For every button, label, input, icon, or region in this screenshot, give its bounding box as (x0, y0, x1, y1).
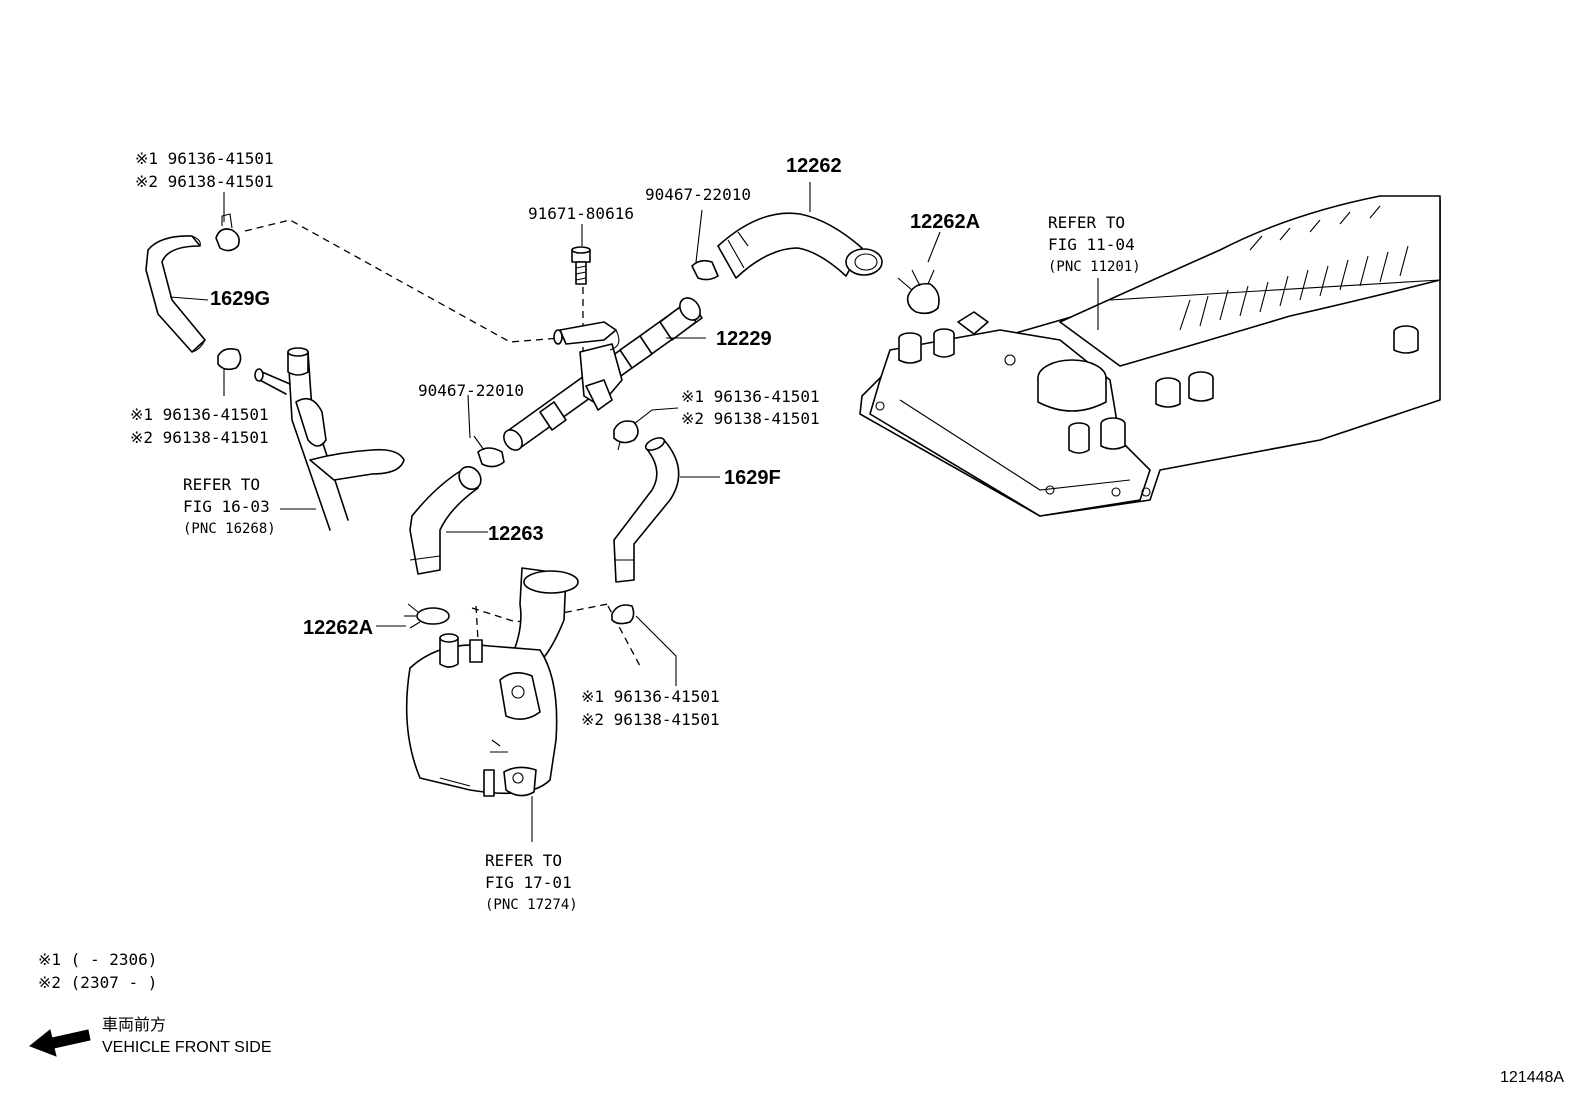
part-number-12262a-upper: 12262A (910, 211, 980, 233)
clip-label-lower-1: ※1 96136-41501 (581, 687, 720, 706)
part-number-1629f: 1629F (724, 467, 781, 489)
guide-lines (244, 219, 641, 667)
water-pipe-12229-drawing (503, 297, 703, 451)
clip-label-upper-2: ※2 96138-41501 (135, 172, 274, 191)
bolt-drawing (571, 246, 591, 285)
leader-lines (169, 182, 1099, 842)
clip-label-left-1: ※1 96136-41501 (130, 405, 269, 424)
vehicle-front-english: VEHICLE FRONT SIDE (102, 1039, 272, 1056)
hose-1629g-drawing (145, 213, 242, 380)
hose-12263-drawing (409, 465, 482, 575)
refer-fig11-line1: REFER TO (1048, 213, 1125, 232)
refer-fig11-line2: FIG 11-04 (1048, 235, 1135, 254)
clamp-middle-part-number: 90467-22010 (418, 381, 524, 400)
part-number-12229: 12229 (716, 328, 772, 350)
part-number-1629g: 1629G (210, 288, 270, 310)
clamp-mid-drawing (473, 435, 505, 468)
part-number-12262: 12262 (786, 155, 842, 177)
refer-fig17-line3: (PNC 17274) (485, 897, 578, 913)
gasket-12262a-top-drawing (897, 269, 940, 315)
bolt-part-number: 91671-80616 (528, 204, 634, 223)
bypass-pipe-drawing (254, 347, 405, 531)
clip-label-right-2: ※2 96138-41501 (681, 409, 820, 428)
hose-1629f-drawing (613, 420, 680, 583)
labels: ※1 96136-41501 ※2 96138-41501 1629G ※1 9… (38, 149, 1564, 1086)
part-number-12263: 12263 (488, 523, 544, 545)
clip-label-left-2: ※2 96138-41501 (130, 428, 269, 447)
clip-label-upper-1: ※1 96136-41501 (135, 149, 274, 168)
figure-id: 121448A (1500, 1069, 1564, 1086)
note-mark-1: ※1 ( - 2306) (38, 950, 157, 969)
refer-fig16-line3: (PNC 16268) (183, 521, 276, 537)
note-mark-2: ※2 (2307 - ) (38, 973, 157, 992)
part-number-12262a-lower: 12262A (303, 617, 373, 639)
clip-label-lower-2: ※2 96138-41501 (581, 710, 720, 729)
refer-fig17-line2: FIG 17-01 (485, 873, 572, 892)
gasket-12262a-bottom-drawing (404, 603, 635, 629)
clip-label-right-1: ※1 96136-41501 (681, 387, 820, 406)
water-inlet-housing-drawing (405, 567, 579, 797)
refer-fig11-line3: (PNC 11201) (1048, 259, 1141, 275)
clamp-upper-part-number: 90467-22010 (645, 185, 751, 204)
vehicle-front-arrow-icon (29, 1029, 91, 1057)
hose-12262-drawing (691, 212, 883, 281)
vehicle-front-japanese: 車両前方 (102, 1016, 166, 1034)
cylinder-head-drawing (859, 195, 1441, 517)
refer-fig17-line1: REFER TO (485, 851, 562, 870)
refer-fig16-line2: FIG 16-03 (183, 497, 270, 516)
refer-fig16-line1: REFER TO (183, 475, 260, 494)
